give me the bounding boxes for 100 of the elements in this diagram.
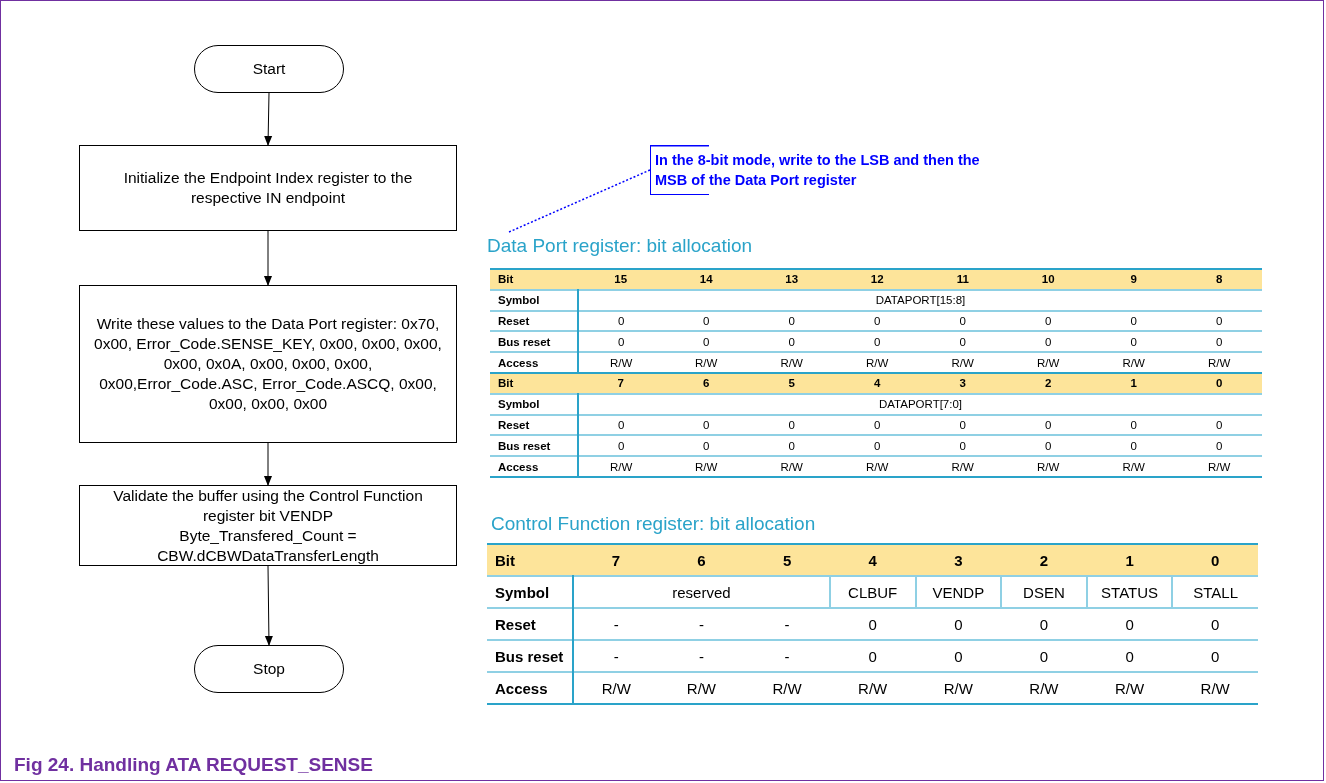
register-value: 0 [663, 310, 749, 332]
row-header: Bit [487, 544, 573, 576]
register-value: R/W [834, 456, 920, 477]
bit-number: 5 [749, 373, 835, 394]
table-heading: Data Port register: bit allocation [487, 233, 817, 259]
register-value: 0 [663, 331, 749, 353]
register-value: 0 [1086, 640, 1173, 672]
bit-number: 1 [1086, 544, 1173, 576]
bit-number: 4 [834, 373, 920, 394]
register-value: 0 [1091, 435, 1177, 457]
row-header: Bus reset [490, 435, 578, 457]
register-value: VENDP [915, 576, 1002, 608]
bit-number: 2 [1005, 373, 1091, 394]
row-header: Access [487, 672, 573, 704]
figure-caption: Fig 24. Handling ATA REQUEST_SENSE [14, 754, 373, 776]
arrow [264, 442, 272, 486]
register-value: - [744, 640, 830, 672]
register-value: 0 [1005, 331, 1091, 353]
register-value: 0 [749, 414, 835, 436]
register-value: R/W [578, 456, 664, 477]
register-value: 0 [749, 331, 835, 353]
bit-number: 7 [578, 373, 664, 394]
bit-number: 5 [744, 544, 830, 576]
register-value: STATUS [1086, 576, 1173, 608]
register-value: 0 [1176, 414, 1262, 436]
register-value: 0 [829, 640, 916, 672]
row-header: Bit [490, 373, 578, 394]
arrow [264, 230, 272, 286]
register-value: R/W [915, 672, 1002, 704]
register-value: 0 [578, 435, 664, 457]
process-box [79, 485, 457, 566]
register-value: - [658, 640, 745, 672]
bit-number: 3 [920, 373, 1006, 394]
register-value: 0 [834, 310, 920, 332]
register-value: R/W [573, 672, 659, 704]
process-box: Write these values to the Data Port register: 0x70, 0x00, Error_Code.SENSE_KEY, 0x00, 0x00, 0x00, 0x00, 0x0A, 0x00, 0x00, 0x00, 0x00,Error_Code.ASC, Error_Code.ASCQ, 0x00, 0x00, 0x00, 0x00 [79, 285, 457, 443]
bit-number: 4 [829, 544, 916, 576]
bit-number: 8 [1176, 269, 1262, 290]
register-value: R/W [920, 456, 1006, 477]
arrow [264, 92, 273, 146]
register-value: 0 [1091, 331, 1177, 353]
bit-number: 0 [1172, 544, 1258, 576]
register-value: R/W [658, 672, 745, 704]
register-value: 0 [829, 608, 916, 640]
register-value: R/W [1005, 456, 1091, 477]
row-header: Reset [490, 310, 578, 332]
register-value: 0 [920, 310, 1006, 332]
bit-number: 6 [658, 544, 745, 576]
register-value: 0 [749, 435, 835, 457]
register-value: R/W [1176, 456, 1262, 477]
bit-number: 13 [749, 269, 835, 290]
register-value: 0 [749, 310, 835, 332]
row-header: Access [490, 456, 578, 477]
step-text: Validate the buffer using the Control Function register bit VENDP [112, 485, 424, 526]
register-value: 0 [1001, 608, 1087, 640]
register-value: 0 [1001, 640, 1087, 672]
register-value: 0 [1172, 640, 1258, 672]
bit-number: 0 [1176, 373, 1262, 394]
bit-number: 10 [1005, 269, 1091, 290]
bit-number: 12 [834, 269, 920, 290]
register-value: - [573, 640, 659, 672]
row-header: Bus reset [487, 640, 573, 672]
register-value: STALL [1172, 576, 1258, 608]
arrow [264, 565, 273, 646]
register-value: reserved [573, 576, 830, 608]
bit-number: 15 [578, 269, 664, 290]
stop-terminal: Stop [194, 645, 344, 693]
register-value: R/W [1086, 672, 1173, 704]
register-value: 0 [920, 435, 1006, 457]
row-header: Bus reset [490, 331, 578, 353]
register-value: 0 [1176, 310, 1262, 332]
bit-number: 11 [920, 269, 1006, 290]
register-value: 0 [1091, 310, 1177, 332]
register-value: 0 [663, 414, 749, 436]
register-value: R/W [663, 456, 749, 477]
bit-number: 9 [1091, 269, 1177, 290]
register-value: 0 [1005, 414, 1091, 436]
register-value: R/W [1172, 672, 1258, 704]
table-heading: Control Function register: bit allocation [491, 512, 816, 536]
register-value: 0 [1172, 608, 1258, 640]
bit-number: 3 [915, 544, 1002, 576]
row-header: Bit [490, 269, 578, 290]
register-value: 0 [920, 414, 1006, 436]
row-header: Reset [487, 608, 573, 640]
register-value: 0 [834, 331, 920, 353]
register-value: 0 [1005, 435, 1091, 457]
bit-number: 14 [663, 269, 749, 290]
bit-number: 2 [1001, 544, 1087, 576]
register-value: R/W [744, 672, 830, 704]
step-text: Byte_Transfered_Count = CBW.dCBWDataTransferLength [156, 525, 380, 566]
register-value: 0 [834, 414, 920, 436]
start-terminal: Start [194, 45, 344, 93]
register-value: 0 [1005, 310, 1091, 332]
row-header: Symbol [487, 576, 573, 608]
register-value: 0 [663, 435, 749, 457]
register-value: DATAPORT[15:8] [578, 289, 1262, 311]
register-value: DSEN [1001, 576, 1087, 608]
register-value: DATAPORT[7:0] [578, 393, 1262, 415]
register-value: 0 [578, 331, 664, 353]
register-value: R/W [749, 456, 835, 477]
